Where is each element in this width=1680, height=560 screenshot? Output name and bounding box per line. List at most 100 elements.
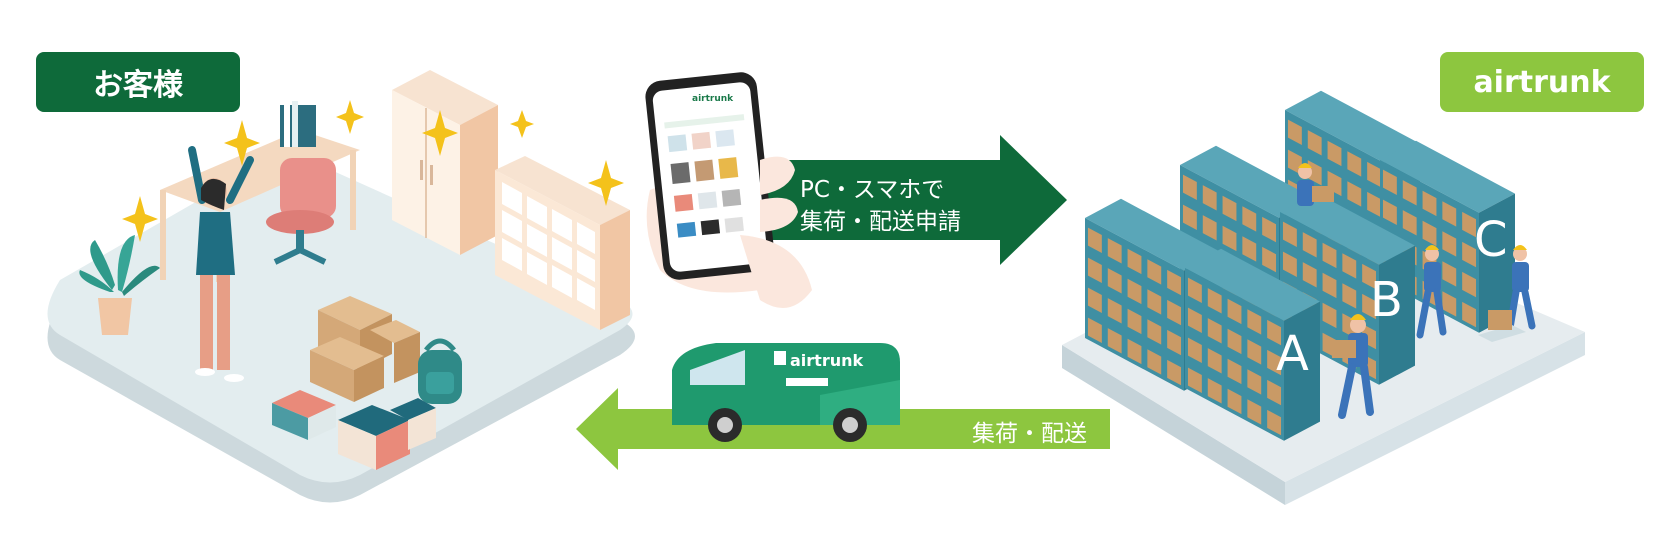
storage-box bbox=[1242, 236, 1257, 262]
storage-box bbox=[1107, 238, 1122, 264]
storage-box bbox=[1267, 319, 1282, 346]
van-logo: airtrunk bbox=[790, 351, 864, 370]
shelf-label-c: C bbox=[1474, 212, 1508, 268]
storage-box bbox=[1402, 210, 1417, 236]
storage-box bbox=[1087, 257, 1102, 283]
storage-box bbox=[1087, 227, 1102, 253]
storage-box bbox=[1462, 301, 1477, 328]
storage-box bbox=[1302, 232, 1317, 258]
shelving-units bbox=[1085, 90, 1515, 441]
storage-box bbox=[1087, 287, 1102, 313]
storage-box bbox=[1382, 169, 1397, 195]
order-arrow-text-line2: 集荷・配送申請 bbox=[800, 209, 961, 235]
folded-clothes bbox=[272, 390, 436, 470]
chair bbox=[266, 158, 336, 265]
phone-app-logo: airtrunk bbox=[692, 94, 734, 104]
storage-box bbox=[1167, 359, 1182, 386]
storage-box bbox=[1222, 195, 1237, 222]
storage-box bbox=[1462, 211, 1477, 238]
shelf-top bbox=[1280, 192, 1415, 265]
storage-box bbox=[1242, 206, 1257, 232]
warehouse bbox=[1062, 90, 1585, 505]
storage-box bbox=[1227, 388, 1242, 415]
storage-box bbox=[1167, 299, 1182, 326]
storage-box bbox=[1382, 199, 1397, 225]
storage-box bbox=[1342, 253, 1357, 279]
brand-label: airtrunk bbox=[1440, 52, 1644, 112]
storage-box bbox=[1187, 367, 1202, 393]
storage-box bbox=[1442, 261, 1457, 287]
storage-box bbox=[1267, 379, 1282, 406]
storage-box bbox=[1282, 251, 1297, 277]
customer-room bbox=[47, 70, 635, 503]
shelf-top bbox=[1285, 90, 1420, 163]
storage-box bbox=[1187, 307, 1202, 333]
shelf-top bbox=[1380, 140, 1515, 213]
books bbox=[280, 101, 316, 147]
storage-box bbox=[1287, 149, 1302, 175]
storage-box bbox=[1127, 248, 1142, 275]
person bbox=[188, 146, 254, 382]
storage-box bbox=[1267, 349, 1282, 376]
shelf-top bbox=[1180, 145, 1315, 218]
storage-box bbox=[1262, 246, 1277, 273]
storage-box bbox=[1367, 191, 1382, 218]
storage-box bbox=[1402, 180, 1417, 206]
storage-box bbox=[1422, 190, 1437, 217]
shelf-front bbox=[1085, 218, 1184, 391]
storage-box bbox=[1127, 308, 1142, 335]
delivery-van bbox=[672, 343, 900, 442]
worker bbox=[1297, 163, 1334, 206]
storage-box bbox=[1207, 318, 1222, 344]
storage-box bbox=[1207, 378, 1222, 404]
storage-box bbox=[1362, 263, 1377, 290]
storage-box bbox=[1182, 174, 1197, 200]
storage-box bbox=[1222, 225, 1237, 252]
storage-box bbox=[1207, 348, 1222, 374]
storage-box bbox=[1147, 349, 1162, 375]
storage-box bbox=[1227, 328, 1242, 355]
shelf-top bbox=[1085, 198, 1220, 271]
storage-box bbox=[1207, 288, 1222, 314]
storage-box bbox=[1302, 262, 1317, 288]
storage-box bbox=[1282, 221, 1297, 247]
storage-box bbox=[1227, 358, 1242, 385]
phone-hand bbox=[645, 72, 812, 308]
shelf-side bbox=[1379, 245, 1415, 385]
storage-box bbox=[1342, 283, 1357, 309]
backpack bbox=[418, 338, 462, 404]
storage-box bbox=[1247, 369, 1262, 395]
storage-box bbox=[1107, 328, 1122, 354]
worker bbox=[1332, 314, 1374, 419]
storage-box bbox=[1362, 293, 1377, 320]
storage-box bbox=[1422, 220, 1437, 247]
storage-box bbox=[1187, 337, 1202, 363]
sparkle-icons bbox=[122, 100, 624, 242]
storage-box bbox=[1442, 231, 1457, 257]
shelf-label-a: A bbox=[1276, 326, 1309, 382]
storage-box bbox=[1262, 216, 1277, 243]
storage-box bbox=[1187, 277, 1202, 303]
storage-box bbox=[1327, 140, 1342, 167]
storage-box bbox=[1307, 160, 1322, 186]
storage-box bbox=[1347, 181, 1362, 207]
order-arrow-text-line1: PC・スマホで bbox=[800, 177, 945, 203]
shelf-front bbox=[1185, 268, 1284, 441]
worker bbox=[1416, 245, 1447, 339]
storage-box bbox=[1462, 271, 1477, 298]
storage-box bbox=[1147, 259, 1162, 285]
phone-screen-items bbox=[664, 114, 745, 238]
storage-box bbox=[1167, 269, 1182, 296]
storage-box bbox=[1202, 185, 1217, 211]
storage-box bbox=[1287, 119, 1302, 145]
storage-box bbox=[1227, 298, 1242, 325]
storage-box bbox=[1127, 338, 1142, 365]
storage-box bbox=[1267, 409, 1282, 436]
plant bbox=[79, 235, 160, 335]
storage-box bbox=[1182, 204, 1197, 230]
storage-box bbox=[1322, 302, 1337, 329]
storage-box bbox=[1147, 289, 1162, 315]
order-arrow bbox=[765, 135, 1067, 265]
